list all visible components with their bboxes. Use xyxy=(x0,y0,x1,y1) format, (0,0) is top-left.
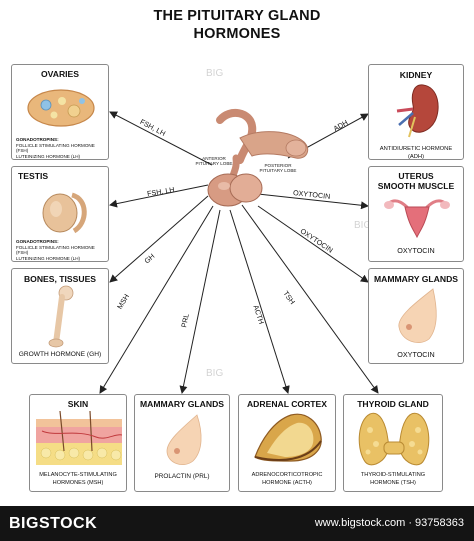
thyroid-icon xyxy=(358,412,430,466)
title-line-1: THE PITUITARY GLAND xyxy=(153,8,321,24)
arrow-uterus xyxy=(257,193,369,210)
arrow-layer xyxy=(99,111,379,394)
box-heading: TESTIS xyxy=(18,171,49,181)
box-desc: ADRENOCORTICOTROPIC HORMONE (ACTH) xyxy=(241,471,333,487)
footer-bar: BIGSTOCK www.bigstock.com · 93758363 xyxy=(0,506,474,541)
box-uterus: UTERUS SMOOTH MUSCLE OXYTOCIN xyxy=(368,166,464,262)
arrow-thyroid xyxy=(241,204,379,394)
arrow-adrenal xyxy=(229,209,290,394)
anterior-lobe-label: ANTERIOR PITUITARY LOBE xyxy=(195,156,233,167)
arrow-mammary-right xyxy=(257,205,369,283)
watermark-big: BIG xyxy=(206,68,224,79)
box-skin: SKIN MELANOCYTE-STIMULATING HORMONES (MS… xyxy=(29,394,127,492)
breast-icon xyxy=(398,288,437,343)
watermark-big: BIG xyxy=(354,220,372,231)
arrow-skin xyxy=(99,205,214,394)
box-heading: THYROID GLAND xyxy=(357,399,429,409)
footer-image-id: www.bigstock.com · 93758363 xyxy=(314,517,464,529)
posterior-lobe-label: POSTERIOR PITUITARY LOBE xyxy=(259,163,297,174)
box-desc: OXYTOCIN xyxy=(397,246,435,255)
desc-line-1: FOLLICLE STIMULATING HORMONE (FSH) xyxy=(16,142,95,154)
box-heading-line-1: UTERUS xyxy=(398,171,434,181)
box-desc: PROLACTIN (PRL) xyxy=(154,473,210,480)
bone-icon xyxy=(48,285,74,348)
uterus-icon xyxy=(384,199,450,239)
box-testis: TESTIS GONADOTROPINS: FOLLICLE STIMULATI… xyxy=(11,166,109,262)
box-mammary-glands-bottom: MAMMARY GLANDS PROLACTIN (PRL) xyxy=(134,394,230,492)
arrow-mammary-bottom xyxy=(179,209,221,394)
desc-line-2: HORMONES (MSH) xyxy=(52,480,104,486)
desc-bold: GONADOTROPINS: xyxy=(16,137,59,142)
kidney-icon xyxy=(396,84,439,138)
box-heading: KIDNEY xyxy=(399,70,433,80)
box-heading: OVARIES xyxy=(40,69,80,79)
arrow-testis xyxy=(109,184,209,208)
desc-bold: GONADOTROPINS: xyxy=(16,239,59,244)
arrow-bones xyxy=(109,195,209,283)
box-desc: GONADOTROPINS: FOLLICLE STIMULATING HORM… xyxy=(16,239,106,261)
desc-line-2: HORMONE (TSH) xyxy=(370,480,416,486)
desc-line-1: MELANOCYTE-STIMULATING xyxy=(39,472,117,478)
desc-line-2: LUTEINIZING HORMONE (LH) xyxy=(16,255,81,261)
box-desc: GROWTH HORMONE (GH) xyxy=(18,351,102,358)
box-desc: ANTIDIURETIC HORMONE (ADH) xyxy=(379,146,453,160)
box-adrenal-cortex: ADRENAL CORTEX ADRENOCORTICOTROPIC HORMO… xyxy=(238,394,336,492)
box-desc: MELANOCYTE-STIMULATING HORMONES (MSH) xyxy=(32,471,124,487)
arrow-ovaries xyxy=(109,111,213,166)
box-thyroid-gland: THYROID GLAND THYROID-STIMULATING HORMON… xyxy=(343,394,443,492)
box-bones-tissues: BONES, TISSUES GROWTH HORMONE (GH) xyxy=(11,268,109,364)
box-heading-line-2: SMOOTH MUSCLE xyxy=(377,181,455,191)
box-heading: MAMMARY GLANDS xyxy=(139,399,225,409)
box-ovaries: OVARIES GONADOTROPINS: FOLLICLE STIMULAT… xyxy=(11,64,109,160)
testis-icon xyxy=(42,192,87,234)
desc-line-2: HORMONE (ACTH) xyxy=(262,480,312,486)
adrenal-icon xyxy=(254,413,322,462)
box-desc: THYROID-STIMULATING HORMONE (TSH) xyxy=(346,471,440,487)
desc-line-1: ADRENOCORTICOTROPIC xyxy=(251,472,323,478)
desc-line-1: THYROID-STIMULATING xyxy=(360,472,426,478)
box-mammary-glands-right: MAMMARY GLANDS OXYTOCIN xyxy=(368,268,464,364)
pituitary-gland-illustration xyxy=(207,108,309,207)
skin-icon xyxy=(36,411,122,465)
watermark-big: BIG xyxy=(206,368,224,379)
box-desc: GONADOTROPINS: FOLLICLE STIMULATING HORM… xyxy=(16,137,106,159)
title-line-2: HORMONES xyxy=(193,26,281,42)
box-heading: ADRENAL CORTEX xyxy=(246,399,328,409)
footer-logo: BIGSTOCK xyxy=(9,515,98,532)
box-heading: SKIN xyxy=(67,399,89,409)
desc-line-1: FOLLICLE STIMULATING HORMONE (FSH) xyxy=(16,244,95,256)
desc-line-2: LUTEINIZING HORMONE (LH) xyxy=(16,153,81,159)
box-heading: BONES, TISSUES xyxy=(23,274,97,284)
box-heading: MAMMARY GLANDS xyxy=(373,274,459,284)
ovaries-icon xyxy=(27,89,95,127)
box-desc: OXYTOCIN xyxy=(397,350,435,359)
box-kidney: KIDNEY ANTIDIURETIC HORMONE (ADH) xyxy=(368,64,464,160)
breast-icon xyxy=(166,414,202,465)
